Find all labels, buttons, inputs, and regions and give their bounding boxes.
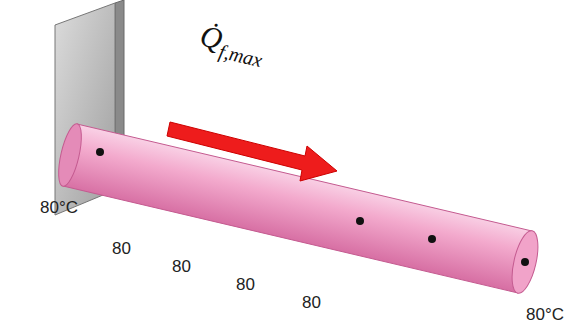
fin-tip	[507, 228, 543, 295]
heat-flow-arrow	[167, 122, 337, 181]
temperature-reading: 80	[112, 240, 131, 257]
fin-body	[63, 124, 532, 293]
thermocouple-dot	[96, 148, 104, 156]
temperature-reading: 80	[236, 276, 255, 293]
fin-base	[54, 122, 86, 188]
temperature-reading: 80	[302, 294, 321, 311]
thermocouple-dot	[428, 235, 436, 243]
thermocouple-dot	[521, 258, 529, 266]
temperature-reading: 80°C	[40, 199, 78, 216]
heat-rate-label: Q̇f,max	[196, 19, 269, 73]
heat-rate-subscript: f,max	[217, 40, 265, 71]
temperature-reading: 80°C	[526, 306, 564, 323]
thermocouple-dot	[356, 217, 364, 225]
temperature-reading: 80	[172, 258, 191, 275]
